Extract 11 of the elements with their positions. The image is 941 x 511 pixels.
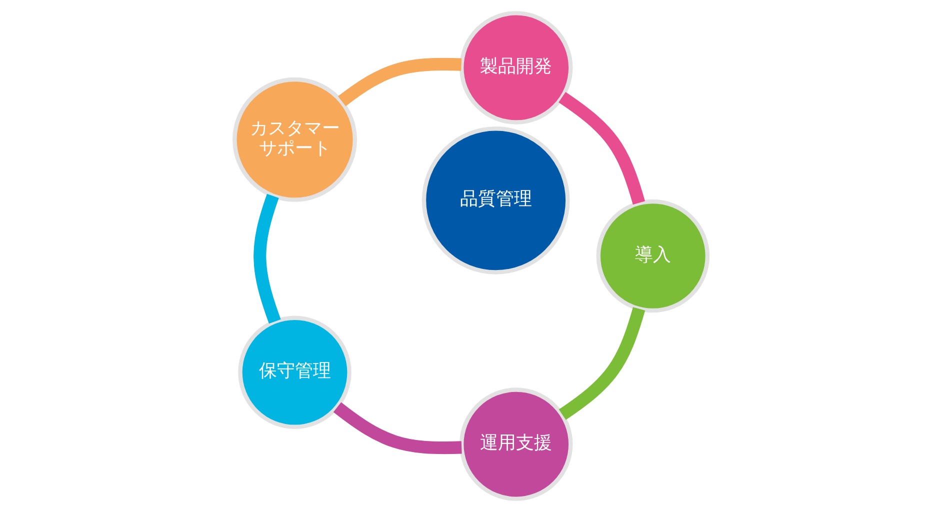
connector [558,306,645,420]
connector [332,402,462,454]
node-circle: 品質管理 [421,126,570,274]
node-circle: 保守管理 [238,315,351,428]
connector [558,92,645,204]
node-circle: 導入 [596,198,710,312]
connector [338,57,461,106]
node-circle: 製品開発 [459,10,572,124]
connector [253,193,280,324]
node-circle: カスタマーサポート [232,76,356,202]
node-circle: 運用支援 [459,387,572,500]
